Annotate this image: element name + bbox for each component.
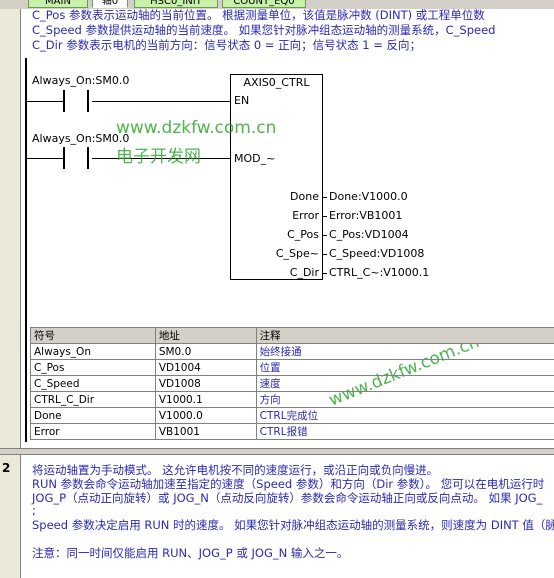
comment-cell: CTRL报错 [255, 423, 554, 440]
table-row[interactable]: Done V1000.0 CTRL完成位 [30, 407, 554, 424]
rung2-wire-right [92, 158, 230, 159]
symbol-table-header: 符号 地址 注释 [30, 327, 554, 344]
comment-cell: 始终接通 [255, 343, 554, 360]
operand-c-speed[interactable]: C_Speed:VD1008 [329, 247, 425, 260]
network2-comment-line-7: 注意：同一时间仅能启用 RUN、JOG_P 或 JOG_N 输入之一。 [32, 546, 349, 560]
address-cell: V1000.0 [154, 407, 257, 424]
network2-comment-line-3: JOG_P（点动正向旋转）或 JOG_N（点动反向旋转）参数会命令运动轴正向或反… [32, 491, 543, 505]
rung2-wire-left [27, 158, 63, 159]
tab-bar: MAIN 轴0 HSC0_INIT COUNT_EQ0 [0, 0, 554, 9]
address-cell: SM0.0 [154, 343, 257, 360]
network2-comment-line-4: ; [32, 503, 36, 517]
stub-c-dir [323, 273, 327, 274]
power-rail [25, 58, 27, 442]
network2-comment-line-1: 将运动轴置为手动模式。 这允许电机按不同的速度运行，或沿正向或负向慢进。 [32, 463, 439, 477]
pin-c-pos: C_Pos [287, 228, 319, 241]
network2-comment-line-2: RUN 参数会命令运动轴加速至指定的速度（Speed 参数）和方向（Dir 参数… [32, 477, 545, 491]
pin-c-dir: C_Dir [289, 266, 319, 279]
contact1-normally-open[interactable] [60, 90, 92, 112]
rung1-wire-right [92, 101, 230, 102]
pin-en: EN [234, 94, 250, 107]
stub-c-speed [323, 254, 327, 255]
col-address: 地址 [154, 327, 257, 344]
operand-done[interactable]: Done:V1000.0 [329, 190, 408, 203]
symbol-cell: C_Pos [30, 359, 156, 376]
pin-mode: MOD_~ [234, 152, 276, 165]
operand-error[interactable]: Error:VB1001 [329, 209, 403, 222]
address-cell: VD1008 [154, 375, 257, 392]
tab-hsc0-init[interactable]: HSC0_INIT [134, 0, 218, 8]
network-gutter [0, 9, 21, 578]
network1-comment-line-1: C_Pos 参数表示运动轴的当前位置。 根据测量单位，该值是脉冲数 (DINT)… [32, 8, 485, 22]
address-cell: V1000.1 [154, 391, 257, 408]
comment-cell: 速度 [255, 375, 554, 392]
table-row[interactable]: CTRL_C_Dir V1000.1 方向 [30, 391, 554, 408]
table-row[interactable]: Always_On SM0.0 始终接通 [30, 343, 554, 360]
symbol-cell: Error [30, 423, 156, 440]
comment-cell: CTRL完成位 [255, 407, 554, 424]
watermark-url-1: www.dzkfw.com.cn [116, 118, 277, 138]
operand-c-dir[interactable]: CTRL_C~:V1000.1 [329, 266, 430, 279]
network2-number: 2 [2, 461, 11, 475]
symbol-cell: Done [30, 407, 156, 424]
comment-cell: 位置 [255, 359, 554, 376]
rung1-wire-left [27, 101, 63, 102]
tab-count-eq0[interactable]: COUNT_EQ0 [222, 0, 306, 8]
symbol-cell: C_Speed [30, 375, 156, 392]
axis0-ctrl-block[interactable] [230, 74, 323, 280]
watermark-cn: 电子开发网 [116, 147, 201, 167]
stub-done [323, 197, 327, 198]
table-row[interactable]: C_Pos VD1004 位置 [30, 359, 554, 376]
tab-axis0[interactable]: 轴0 [92, 0, 128, 8]
symbol-table: 符号 地址 注释 Always_On SM0.0 始终接通 C_Pos VD10… [30, 327, 554, 440]
contact1-label: Always_On:SM0.0 [32, 74, 130, 87]
col-comment: 注释 [255, 327, 554, 344]
tab-main[interactable]: MAIN [28, 0, 88, 8]
symbol-cell: Always_On [30, 343, 156, 360]
symbol-cell: CTRL_C_Dir [30, 391, 156, 408]
pin-done: Done [290, 190, 319, 203]
pin-c-speed: C_Spe~ [275, 247, 319, 260]
block-title: AXIS0_CTRL [243, 76, 310, 89]
network1-comment-line-2: C_Speed 参数提供运动轴的当前速度。 如果您针对脉冲组态运动轴的测量系统，… [32, 23, 496, 37]
stub-error [323, 216, 327, 217]
contact2-normally-open[interactable] [60, 147, 92, 169]
address-cell: VB1001 [154, 423, 257, 440]
address-cell: VD1004 [154, 359, 257, 376]
network1-comment-line-3: C_Dir 参数表示电机的当前方向：信号状态 0 = 正向；信号状态 1 = 反… [32, 38, 422, 52]
pin-error: Error [292, 209, 319, 222]
stub-c-pos [323, 235, 327, 236]
table-row[interactable]: Error VB1001 CTRL报错 [30, 423, 554, 440]
network-separator [0, 448, 554, 455]
operand-c-pos[interactable]: C_Pos:VD1004 [329, 228, 409, 241]
contact2-label: Always_On:SM0.0 [32, 132, 130, 145]
col-symbol: 符号 [30, 327, 156, 344]
table-row[interactable]: C_Speed VD1008 速度 [30, 375, 554, 392]
network2-comment-line-5: Speed 参数决定启用 RUN 时的速度。 如果您针对脉冲组态运动轴的测量系统… [32, 518, 554, 532]
comment-cell: 方向 [255, 391, 554, 408]
